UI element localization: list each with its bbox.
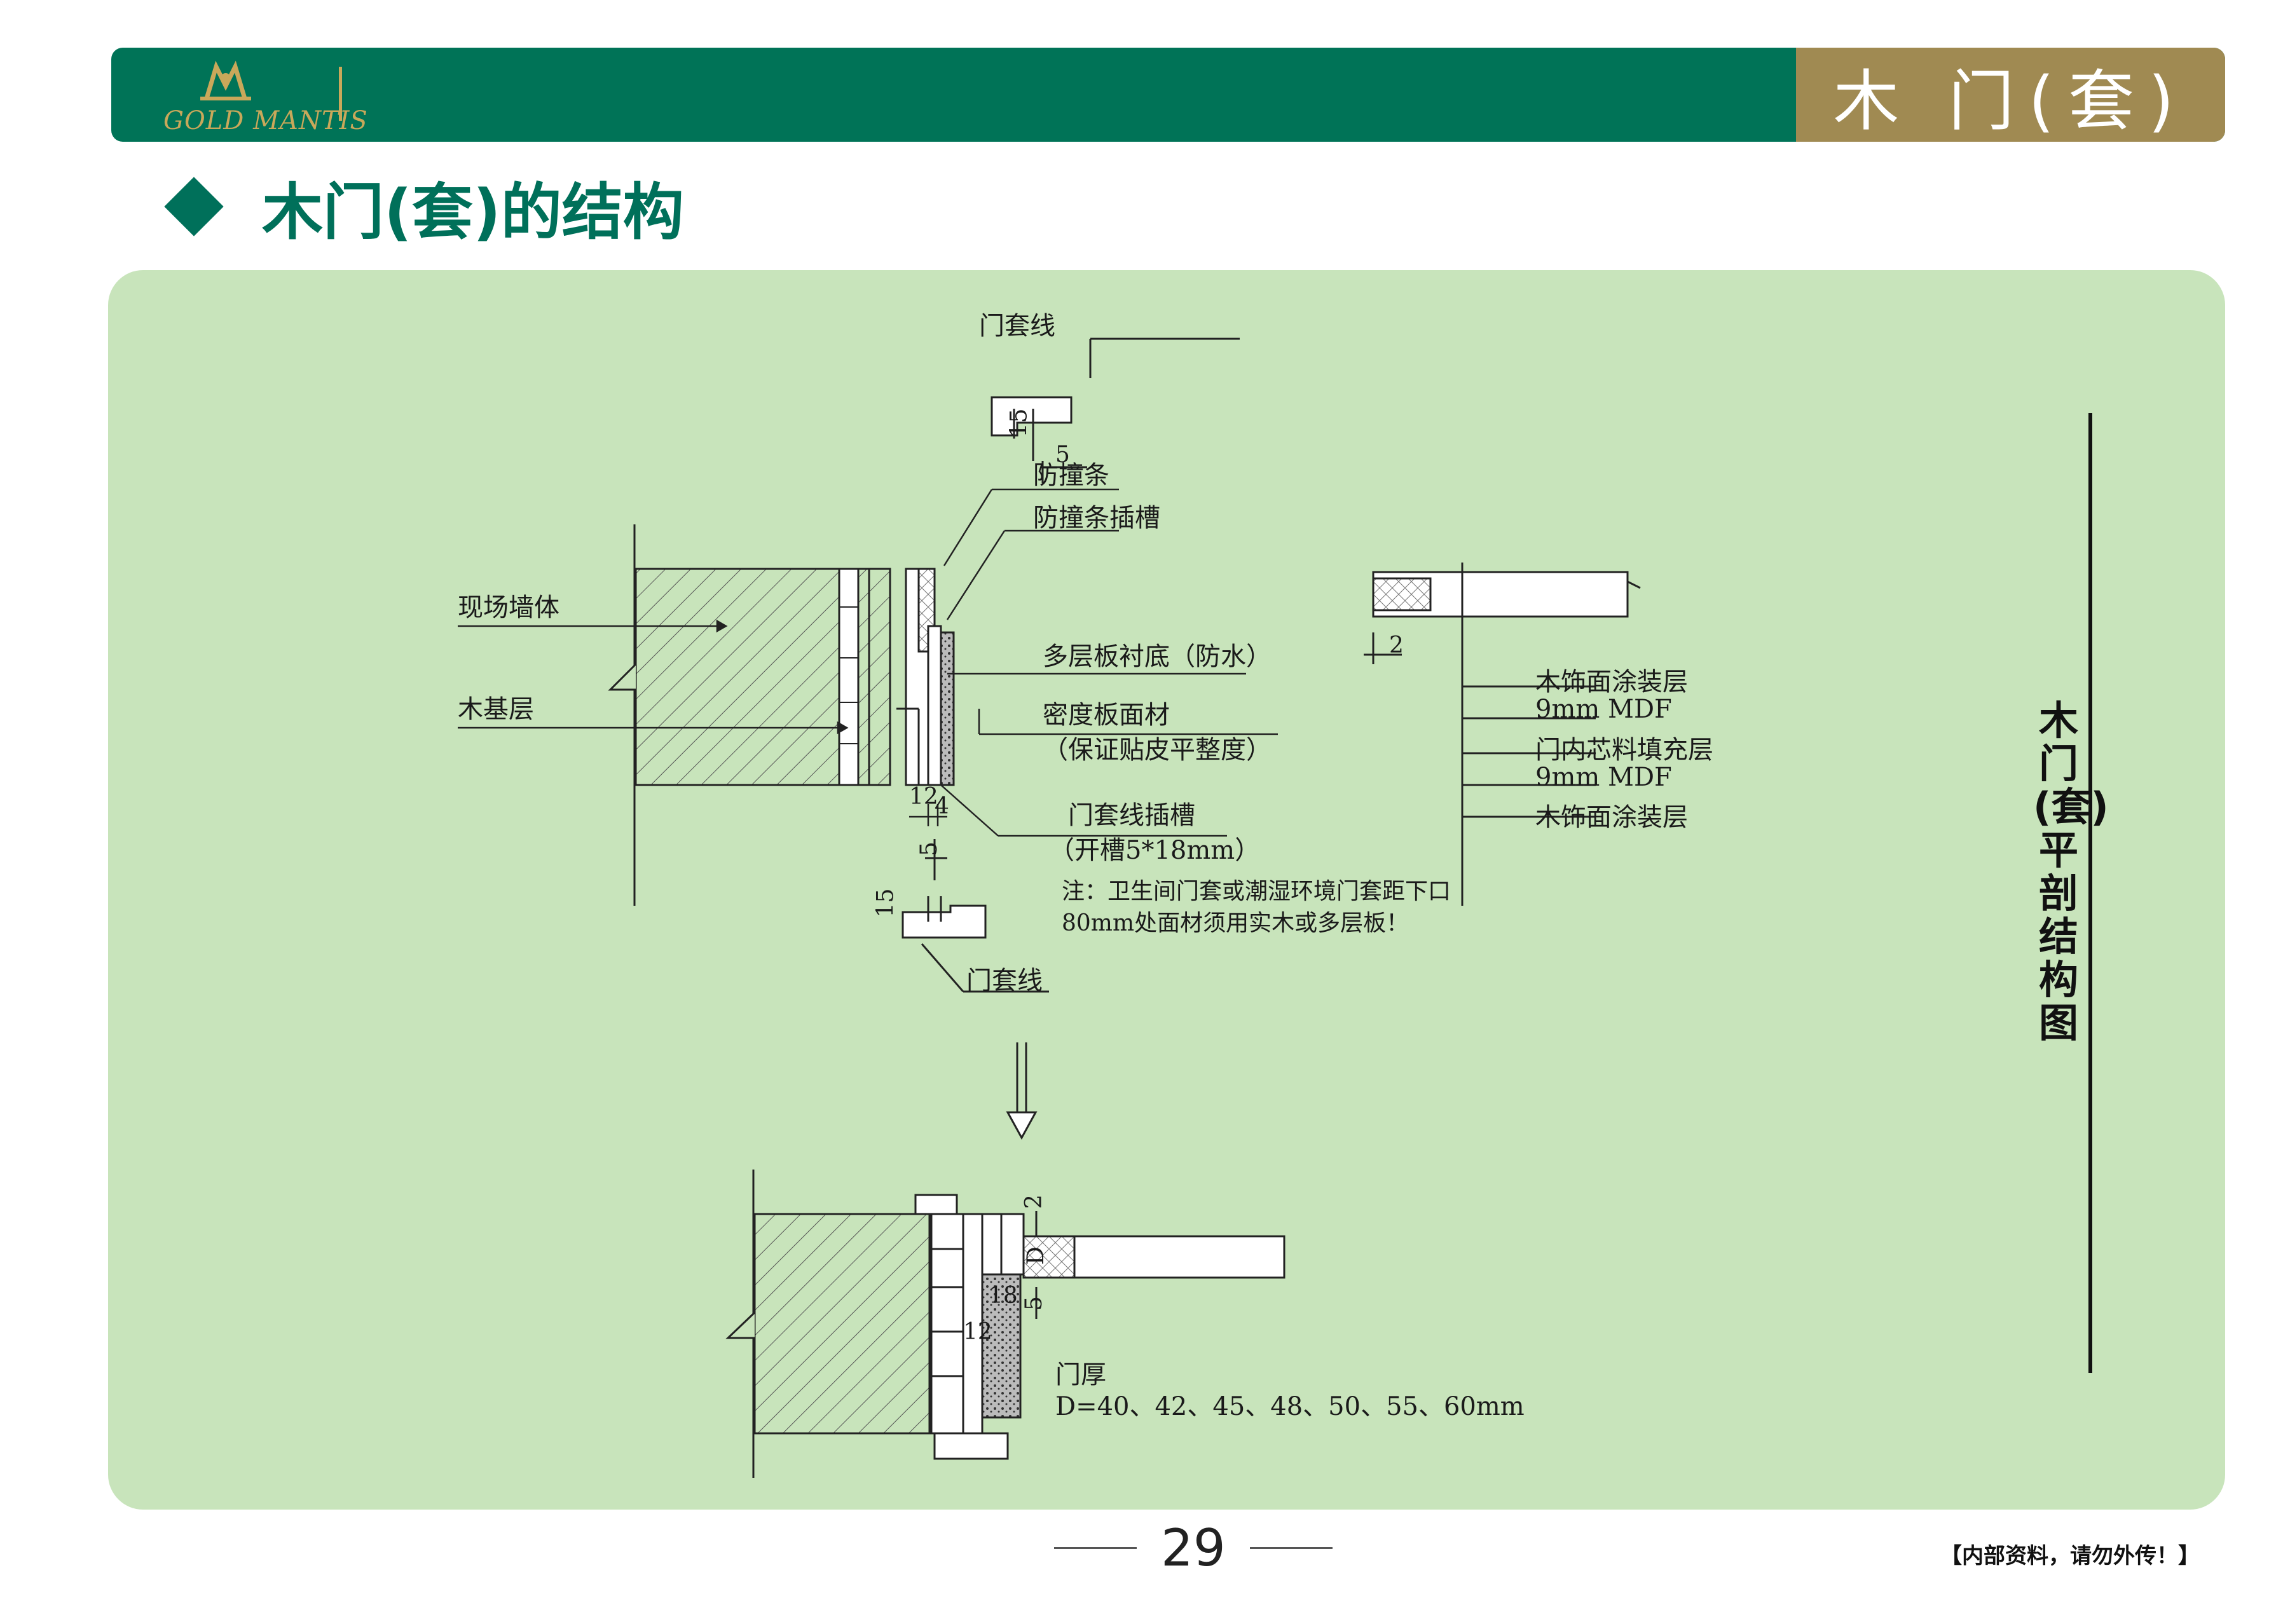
- label-casing-slot-note: （开槽5*18mm）: [1049, 836, 1261, 865]
- note-line-1: 注：卫生间门套或潮湿环境门套距下口: [1062, 878, 1451, 904]
- layer-5: 木饰面涂装层: [1535, 803, 1688, 832]
- label-anti-collision-strip: 防撞条: [1033, 461, 1109, 490]
- door-leaf-detail: [1364, 563, 1641, 906]
- label-site-wall: 现场墙体: [458, 593, 559, 622]
- section-heading: 木门(套)的结构: [164, 168, 684, 248]
- upper-leaders: [458, 488, 1278, 837]
- label-door-casing-top: 门套线: [979, 311, 1055, 341]
- logo-text: GOLD MANTIS: [163, 106, 368, 135]
- page-number-area: 29: [1030, 1518, 1357, 1578]
- down-arrow-icon: [1006, 1042, 1038, 1140]
- label-anti-collision-slot: 防撞条插槽: [1033, 503, 1160, 533]
- label-door-casing-bottom: 门套线: [966, 966, 1043, 995]
- right-dash: [1249, 1546, 1333, 1549]
- bottom-casing-profile: [901, 839, 1049, 993]
- door-section-drawing: [458, 338, 2092, 1478]
- dim-2-bottom: 2: [1020, 1194, 1047, 1209]
- assembled-view: [725, 1170, 1285, 1478]
- dim-12-bottom: 12: [963, 1319, 992, 1345]
- section-title: 木门(套)的结构: [262, 176, 684, 248]
- layer-3: 门内芯料填充层: [1535, 735, 1713, 765]
- label-casing-slot: 门套线插槽: [1068, 801, 1195, 830]
- header-category-tab: 木 门(套): [1796, 48, 2225, 142]
- door-thickness-values: D=40、42、45、48、50、55、60mm: [1055, 1392, 1525, 1421]
- dim-D: D: [1022, 1246, 1049, 1265]
- mantis-logo-icon: [200, 60, 251, 100]
- dim-5-mid: 5: [915, 842, 942, 856]
- dim-5-bottom: 5: [1020, 1296, 1047, 1311]
- upper-wall-section: [608, 524, 891, 906]
- dim-18: 18: [989, 1283, 1018, 1309]
- label-door-thickness: 门厚: [1055, 1360, 1106, 1389]
- label-mdf-face-note: （保证贴皮平整度）: [1043, 735, 1272, 765]
- label-wood-base: 木基层: [458, 695, 534, 724]
- dim-15-top: 15: [1006, 408, 1032, 438]
- dim-12: 12: [909, 784, 938, 810]
- layer-2: 9mm MDF: [1535, 695, 1672, 724]
- dim-4: 4: [935, 793, 949, 819]
- layer-1: 木饰面涂装层: [1535, 667, 1688, 697]
- header-bar: GOLD MANTIS 木 门(套): [111, 48, 2225, 142]
- top-casing-profile: [991, 338, 1240, 483]
- layer-4: 9mm MDF: [1535, 763, 1672, 792]
- dim-2-right: 2: [1389, 632, 1404, 658]
- company-logo: [156, 54, 296, 135]
- logo-divider: [339, 67, 342, 121]
- upper-casing-assembly: [896, 568, 955, 786]
- diagram-panel: 门套线 15 5 防撞条 防撞条插槽 现场墙体 木基层 多层板衬底（防水） 密度…: [108, 270, 2225, 1510]
- dim-15-bottom: 15: [872, 888, 899, 918]
- page-number: 29: [1161, 1518, 1226, 1578]
- label-plywood-backing: 多层板衬底（防水）: [1043, 642, 1272, 671]
- vertical-diagram-title: 木门(套)平剖结构图: [2033, 697, 2109, 1046]
- dim-5-top: 5: [1055, 442, 1070, 468]
- confidential-note: 【内部资料，请勿外传！】: [1940, 1543, 2200, 1569]
- note-line-2: 80mm处面材须用实木或多层板！: [1062, 910, 1409, 936]
- left-dash: [1054, 1546, 1137, 1549]
- label-mdf-face: 密度板面材: [1043, 700, 1170, 730]
- diamond-bullet-icon: [164, 177, 224, 236]
